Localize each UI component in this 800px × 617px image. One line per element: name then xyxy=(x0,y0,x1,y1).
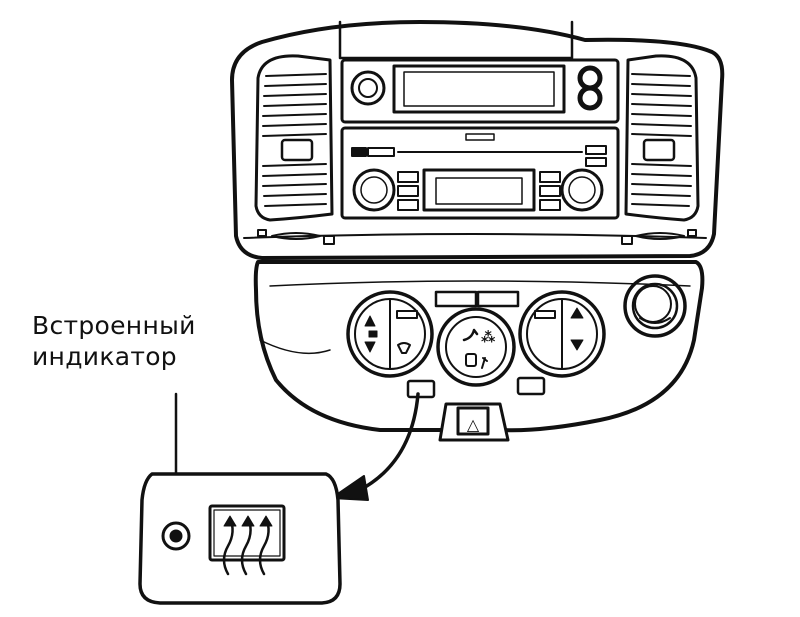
upper-side-switches xyxy=(257,229,697,245)
right-air-vent xyxy=(624,54,700,222)
callout-label: Встроенный индикатор xyxy=(32,310,196,372)
clock-display-unit xyxy=(340,58,620,124)
hazard-triangle-icon: △ xyxy=(467,415,480,434)
fan-mode-knob: ⁂ xyxy=(436,307,516,387)
fan-symbol: ⁂ xyxy=(481,330,496,346)
hazard-button: △ xyxy=(438,402,510,442)
lower-small-buttons xyxy=(406,376,546,399)
rear-defroster-button xyxy=(406,379,436,399)
temperature-knob-left xyxy=(346,290,434,378)
audio-unit xyxy=(340,126,620,220)
enlarged-defroster-button xyxy=(138,472,342,605)
detail-arrow xyxy=(331,392,420,501)
defroster-heat-arrows-icon xyxy=(222,515,273,576)
callout-label-line-1: Встроенный xyxy=(32,311,196,340)
upper-console-housing xyxy=(230,20,725,260)
temperature-knob-right xyxy=(518,290,606,378)
climate-top-slots xyxy=(434,290,520,308)
round-knob-right xyxy=(623,274,687,338)
callout-label-line-2: индикатор xyxy=(32,342,177,371)
built-in-indicator-icon xyxy=(161,521,191,551)
left-air-vent xyxy=(254,54,334,222)
recirculation-button xyxy=(516,376,546,396)
